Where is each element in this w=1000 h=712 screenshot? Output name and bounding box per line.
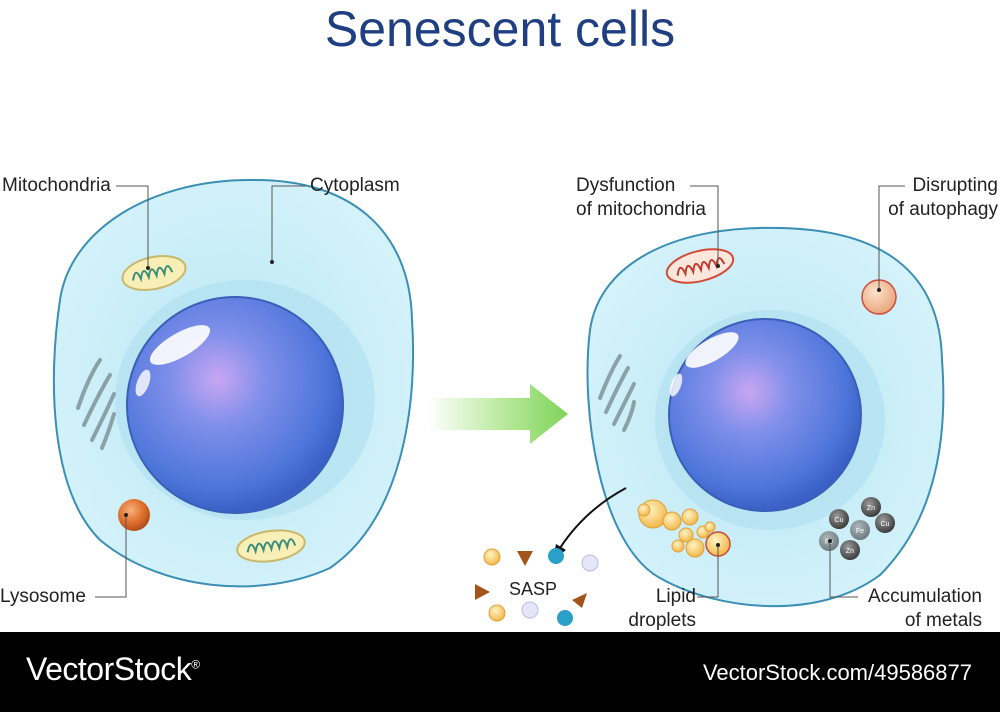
dysfunction-label-line1: Dysfunction bbox=[576, 175, 676, 196]
metal-deposit bbox=[861, 497, 881, 517]
left-mitochondrion-top bbox=[121, 254, 187, 292]
stock-id: VectorStock.com/49586877 bbox=[702, 660, 972, 685]
metal-deposit bbox=[875, 513, 895, 533]
lipid-droplets bbox=[637, 499, 731, 558]
senescence-diagram: Cu Zn Fe Cu Fe Zn bbox=[52, 178, 945, 626]
metal-label: Fe bbox=[856, 528, 864, 535]
left-golgi bbox=[76, 358, 116, 450]
sasp-particles bbox=[475, 548, 599, 626]
senescent-cell: Cu Zn Fe Cu Fe Zn bbox=[475, 185, 945, 626]
metal-label: Zn bbox=[867, 505, 875, 512]
sasp-arrow bbox=[559, 487, 627, 549]
lysosome bbox=[118, 499, 150, 531]
disrupting-label-line1: Disrupting bbox=[912, 175, 998, 196]
metal-label: Cu bbox=[881, 521, 890, 528]
disrupting-label-line2: of autophagy bbox=[888, 199, 998, 220]
lipid-label-line1: Lipid bbox=[655, 586, 696, 607]
mitochondria-label: Mitochondria bbox=[2, 175, 111, 196]
right-nucleus bbox=[668, 318, 862, 512]
metal-deposit bbox=[829, 509, 849, 529]
metal-deposit bbox=[840, 540, 860, 560]
metal-label: Zn bbox=[846, 548, 854, 555]
metal-label: Cu bbox=[835, 517, 844, 524]
metals-label-line1: Accumulation bbox=[867, 586, 982, 607]
page-title: Senescent cells bbox=[324, 1, 676, 57]
dysfunction-mitochondria-label: Dysfunction of mitochondria bbox=[576, 174, 706, 222]
sasp-label: SASP bbox=[509, 579, 558, 599]
metal-deposit bbox=[850, 520, 870, 540]
right-golgi bbox=[598, 354, 636, 432]
brand-name: VectorStock bbox=[26, 651, 192, 687]
dysfunctional-mitochondrion bbox=[665, 248, 735, 284]
metal-deposits: Cu Zn Fe Cu Fe Zn bbox=[819, 497, 895, 560]
lipid-label-line2: droplets bbox=[628, 610, 696, 631]
vectorstock-logo: VectorStock® bbox=[26, 651, 200, 688]
dysfunction-label-line2: of mitochondria bbox=[576, 199, 706, 220]
lipid-droplets-label: Lipid droplets bbox=[620, 585, 696, 633]
registered-mark: ® bbox=[191, 657, 200, 672]
transition-arrow bbox=[428, 384, 568, 444]
left-nucleus bbox=[126, 296, 344, 514]
lysosome-label: Lysosome bbox=[0, 586, 86, 607]
disrupting-autophagy-label: Disrupting of autophagy bbox=[888, 174, 998, 222]
accumulation-metals-label: Accumulation of metals bbox=[868, 585, 982, 633]
metals-label-line2: of metals bbox=[904, 610, 982, 631]
cytoplasm-label: Cytoplasm bbox=[310, 175, 400, 196]
left-mitochondrion-bottom bbox=[236, 529, 306, 563]
normal-cell bbox=[52, 178, 415, 598]
footer-bar: VectorStock® VectorStock.com/49586877 bbox=[0, 632, 1000, 712]
